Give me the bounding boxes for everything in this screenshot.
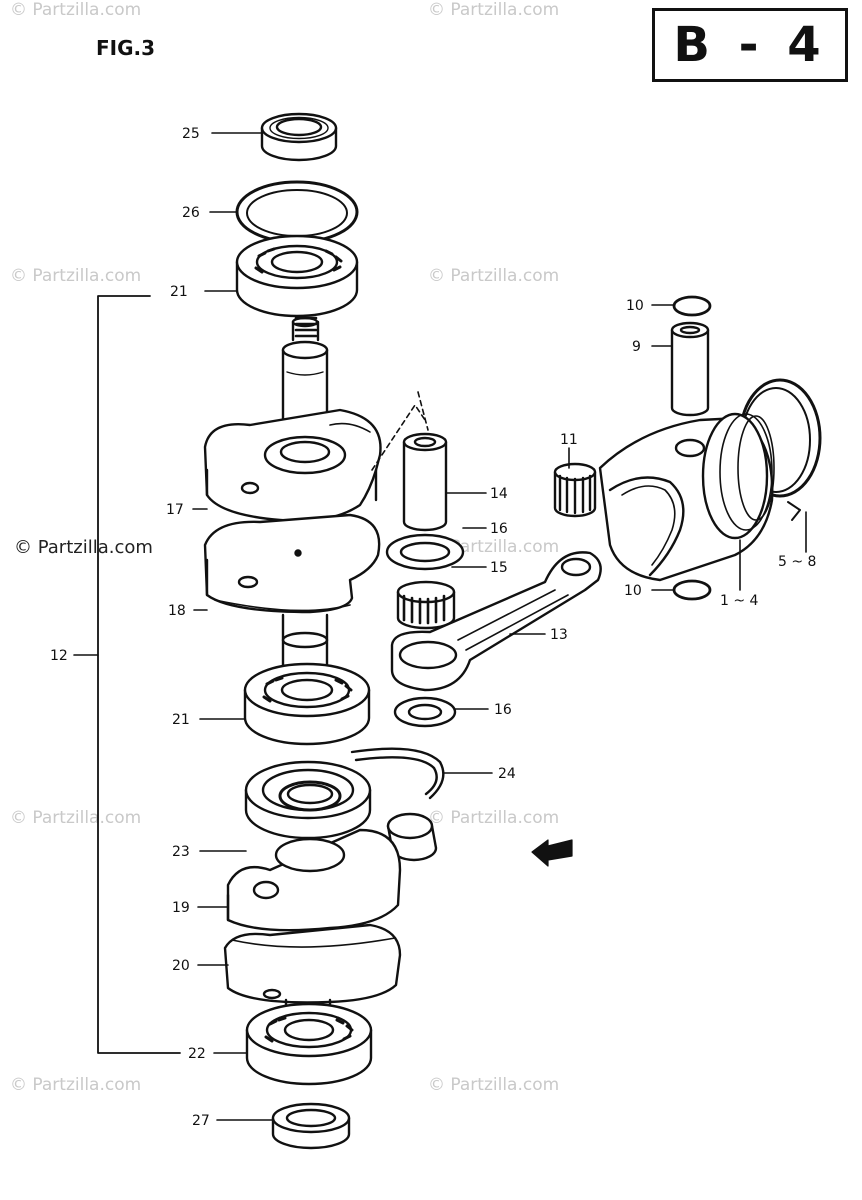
watermark: © Partzilla.com [428,0,560,20]
part-16-lower-washer [393,696,457,728]
watermark: © Partzilla.com [10,1075,142,1095]
part-19-crank-web [226,828,402,932]
callout-27: 27 [192,1113,210,1129]
part-23-lower-oil-seal [244,760,372,840]
part-12-bracket [97,295,181,1054]
callout-26: 26 [182,205,200,221]
callout-25: 25 [182,126,200,142]
part-10-lower-circlip [672,579,712,601]
callout-15: 15 [490,560,508,576]
part-10-upper-circlip [672,295,712,317]
forward-arrow-icon [531,839,573,867]
crank-pin-indicator [371,391,429,471]
part-25-oil-seal [260,112,338,162]
callout-14: 14 [490,486,508,502]
callout-20: 20 [172,958,190,974]
part-27-bottom-seal [271,1102,351,1150]
callout-21-upper: 21 [170,284,188,300]
callout-labels: 25 26 21 17 18 12 21 23 19 20 22 27 10 9… [50,126,816,1129]
watermark: © Partzilla.com [428,266,560,286]
part-13-connecting-rod [390,551,602,692]
part-11-small-end-bearing [553,462,597,518]
watermark: © Partzilla.com [428,1075,560,1095]
callout-10-upper: 10 [626,298,644,314]
part-9-piston-pin [670,321,710,417]
watermark: © Partzilla.com [10,266,142,286]
part-18-lower-crank-web [203,513,381,614]
fig-label: FIG.3 [96,36,156,60]
part-1-4-piston [598,412,775,582]
part-24-circlip [350,747,445,800]
callout-9: 9 [632,339,641,355]
part-14-crank-pin [402,432,448,532]
callout-24: 24 [498,766,516,782]
callout-21-lower: 21 [172,712,190,728]
watermark: © Partzilla.com [10,808,142,828]
part-20-crank-web [223,923,402,1004]
watermark: © Partzilla.com [10,0,142,20]
callout-5-8: 5 ~ 8 [778,554,816,570]
callout-1-4: 1 ~ 4 [720,593,759,609]
callout-17: 17 [166,502,184,518]
part-22-lower-bearing [245,1002,373,1086]
callout-23: 23 [172,844,190,860]
callout-19: 19 [172,900,190,916]
callout-10-lower: 10 [624,583,642,599]
callout-16-lower: 16 [494,702,512,718]
callout-22: 22 [188,1046,206,1062]
part-15-needle-bearing [396,580,456,630]
callout-13: 13 [550,627,568,643]
part-21-upper-bearing [235,234,359,318]
callout-18: 18 [168,603,186,619]
callout-12: 12 [50,648,68,664]
callout-16-upper: 16 [490,521,508,537]
page-code-box: B - 4 [652,8,848,82]
watermark: © Partzilla.com [14,537,153,558]
callout-11: 11 [560,432,578,448]
watermark: © Partzilla.com [428,808,560,828]
leader-lines [73,132,807,1121]
part-21-middle-bearing [243,662,371,746]
part-16-upper-washer [385,533,465,571]
part-26-ring [235,180,359,244]
part-17-upper-crank-web [203,408,382,523]
